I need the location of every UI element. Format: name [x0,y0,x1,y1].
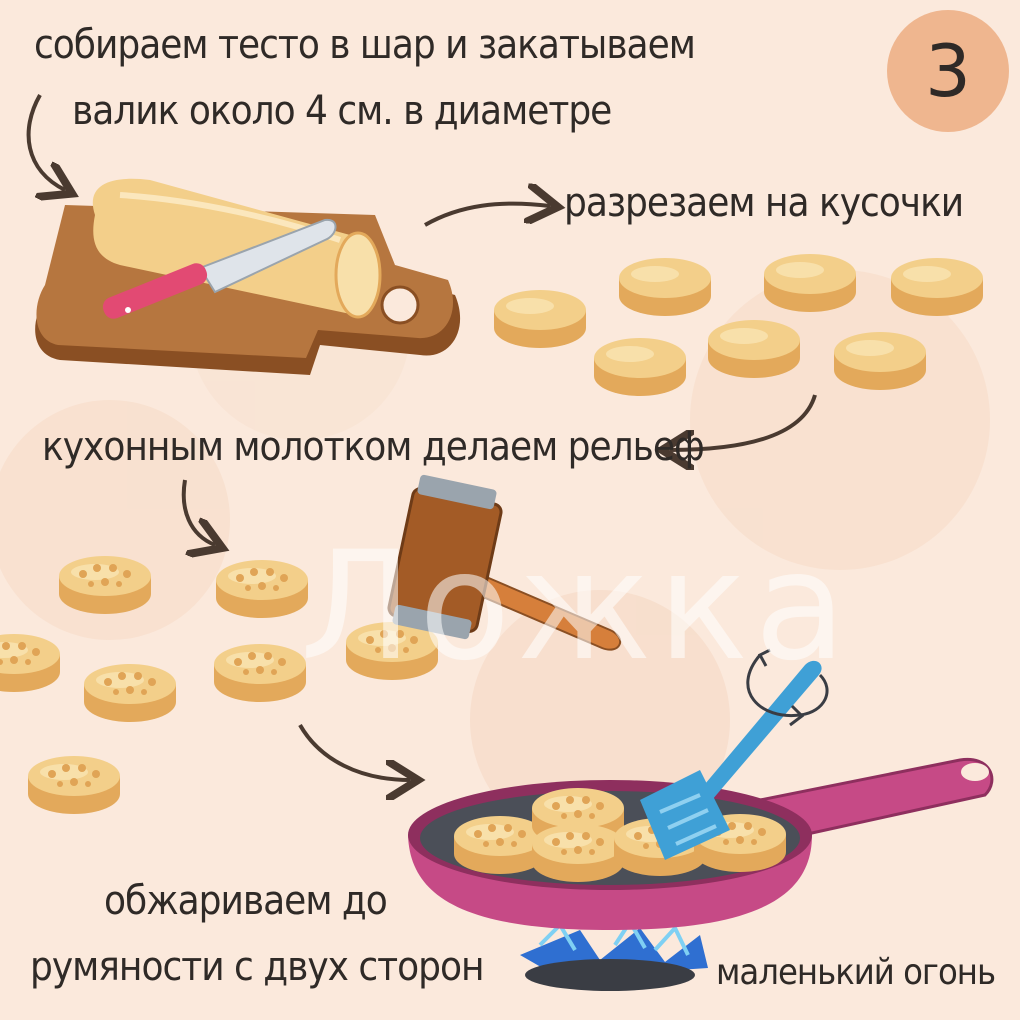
dough-slice-icon [594,338,686,396]
arrow-icon [670,394,817,450]
step-number: 3 [925,29,971,113]
dough-slice-icon [834,332,926,390]
watermark-logo: Ложка [300,520,853,694]
caption-roll-line2: валик около 4 см. в диаметре [72,88,612,134]
caption-roll-line1: собираем тесто в шар и закатываем [34,22,696,68]
dough-slice-icon [764,254,856,312]
caption-cut: разрезаем на кусочки [564,180,964,226]
caption-fry-line2: румяности с двух сторон [30,944,484,990]
spatula-icon [640,660,822,860]
dough-slice-icon [84,664,176,722]
dough-slice-icon [0,634,60,692]
caption-fry-line1: обжариваем до [104,878,388,924]
knife-icon [102,218,337,319]
flip-arrow-icon [746,648,829,727]
dough-slice-icon [216,560,308,618]
dough-slice-icon [619,258,711,316]
dough-slice-icon [494,290,586,348]
dough-slice-icon [532,824,624,882]
arrow-icon [181,479,215,545]
dough-slice-icon [891,258,983,316]
caption-fire: маленький огонь [716,952,996,993]
gas-burner-icon [520,918,708,991]
meat-mallet-icon [387,474,622,651]
arrow-icon [26,94,65,190]
dough-slice-icon [59,556,151,614]
dough-slice-icon [28,756,120,814]
step-number-badge: 3 [887,10,1009,132]
arrow-icon [298,724,410,780]
dough-roll-icon [92,178,382,319]
arrow-icon [424,204,550,227]
dough-slice-icon [708,320,800,378]
caption-relief: кухонным молотком делаем рельеф [42,424,705,470]
dough-slice-icon [214,644,306,702]
